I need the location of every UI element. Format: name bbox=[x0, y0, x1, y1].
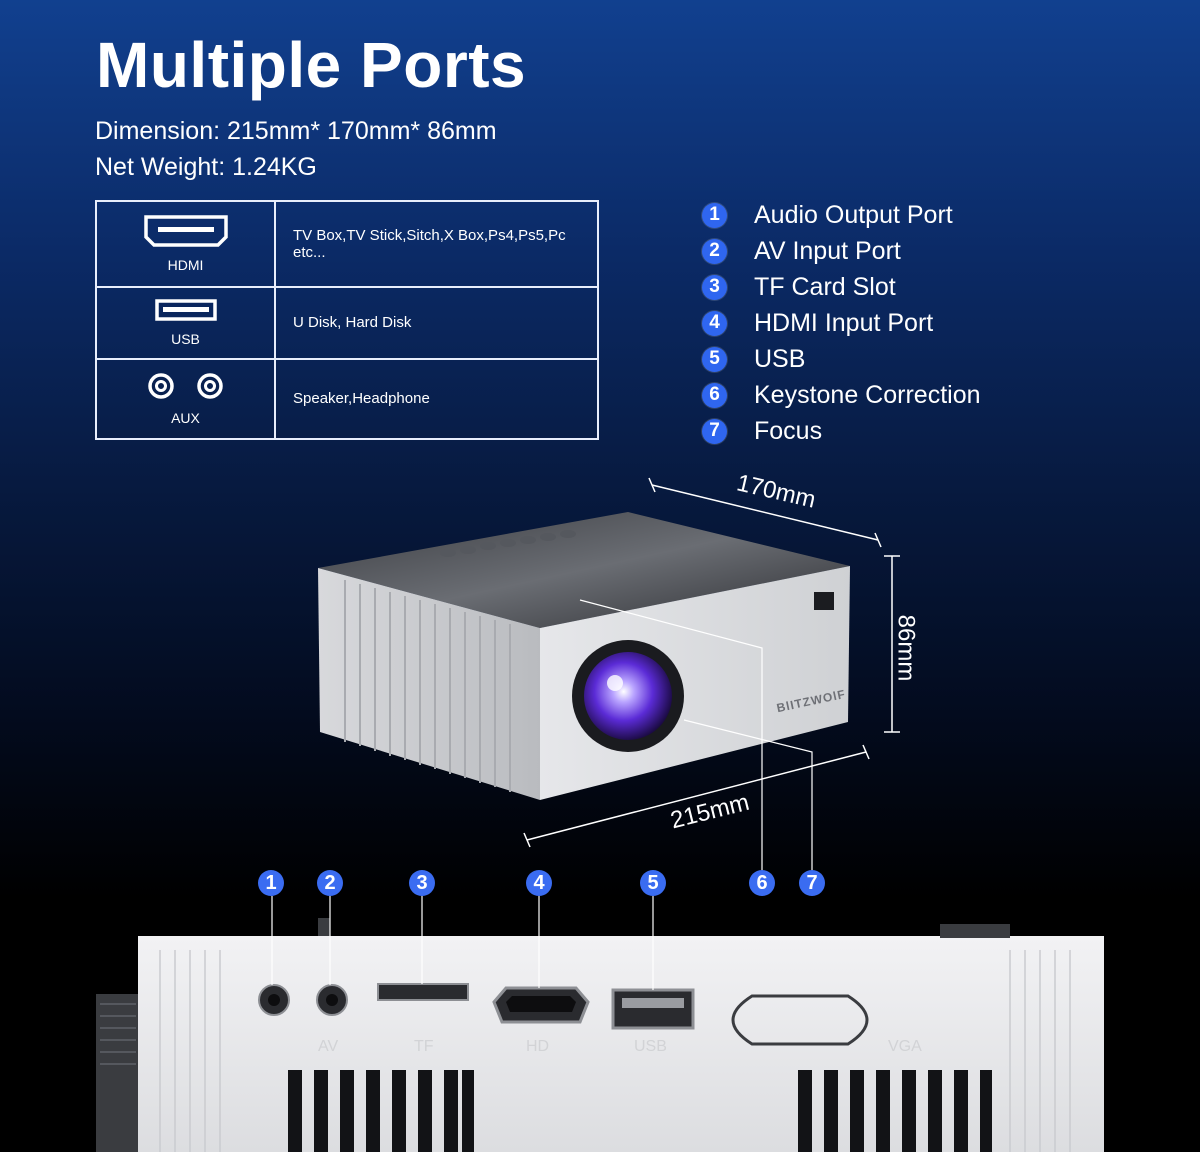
callout-badge-6: 6 bbox=[749, 870, 775, 896]
table-row: USB U Disk, Hard Disk bbox=[95, 285, 599, 360]
legend-item: 5 USB bbox=[702, 341, 981, 377]
legend-label: Audio Output Port bbox=[754, 200, 953, 229]
weight-spec: Net Weight: 1.24KG bbox=[95, 153, 317, 181]
legend-item: 3 TF Card Slot bbox=[702, 269, 981, 305]
legend-number: 1 bbox=[702, 202, 727, 228]
page-title: Multiple Ports bbox=[96, 29, 527, 101]
legend-number: 6 bbox=[702, 382, 727, 408]
legend-number: 5 bbox=[702, 346, 727, 372]
table-row: AUX Speaker,Headphone bbox=[95, 357, 599, 441]
hdmi-icon bbox=[142, 214, 230, 253]
port-devices: U Disk, Hard Disk bbox=[274, 285, 599, 360]
port-table: HDMI TV Box,TV Stick,Sitch,X Box,Ps4,Ps5… bbox=[95, 200, 599, 441]
legend-number: 7 bbox=[702, 418, 727, 444]
callout-badge-7: 7 bbox=[799, 870, 825, 896]
port-devices: TV Box,TV Stick,Sitch,X Box,Ps4,Ps5,Pc e… bbox=[274, 200, 599, 288]
table-cell-icon: AUX bbox=[95, 357, 276, 441]
legend-item: 4 HDMI Input Port bbox=[702, 305, 981, 341]
port-devices: Speaker,Headphone bbox=[274, 357, 599, 441]
legend-item: 6 Keystone Correction bbox=[702, 377, 981, 413]
legend-item: 2 AV Input Port bbox=[702, 233, 981, 269]
callout-badge-1: 1 bbox=[258, 870, 284, 896]
table-cell-icon: HDMI bbox=[95, 200, 276, 288]
legend-label: Keystone Correction bbox=[754, 380, 981, 409]
legend-number: 2 bbox=[702, 238, 727, 264]
port-type-label: HDMI bbox=[167, 257, 204, 274]
legend-number: 4 bbox=[702, 310, 727, 336]
panel-label-hd: HD bbox=[526, 1038, 550, 1055]
callout-badge-3: 3 bbox=[409, 870, 435, 896]
legend-label: TF Card Slot bbox=[754, 272, 896, 301]
panel-label-vga: VGA bbox=[888, 1038, 922, 1055]
panel-label-tf: TF bbox=[414, 1038, 434, 1055]
panel-label-av: AV bbox=[318, 1038, 339, 1055]
port-type-label: AUX bbox=[171, 410, 200, 427]
usb-icon bbox=[154, 298, 218, 327]
port-type-label: USB bbox=[171, 331, 200, 348]
callout-badge-5: 5 bbox=[640, 870, 666, 896]
legend-label: AV Input Port bbox=[754, 236, 901, 265]
height-dimension-label: 86mm bbox=[892, 614, 920, 682]
callout-badge-4: 4 bbox=[526, 870, 552, 896]
legend-label: Focus bbox=[754, 416, 823, 445]
callout-badge-2: 2 bbox=[317, 870, 343, 896]
panel-label-usb: USB bbox=[634, 1038, 667, 1055]
table-row: HDMI TV Box,TV Stick,Sitch,X Box,Ps4,Ps5… bbox=[95, 200, 599, 288]
legend-label: HDMI Input Port bbox=[754, 308, 934, 337]
legend-label: USB bbox=[754, 344, 806, 373]
legend-item: 1 Audio Output Port bbox=[702, 197, 981, 233]
legend-number: 3 bbox=[702, 274, 727, 300]
legend-item: 7 Focus bbox=[702, 413, 981, 449]
table-cell-icon: USB bbox=[95, 285, 276, 360]
port-legend: 1 Audio Output Port 2 AV Input Port 3 TF Ca… bbox=[702, 197, 981, 449]
aux-icon bbox=[146, 371, 226, 406]
dimension-spec: Dimension: 215mm* 170mm* 86mm bbox=[95, 117, 497, 145]
